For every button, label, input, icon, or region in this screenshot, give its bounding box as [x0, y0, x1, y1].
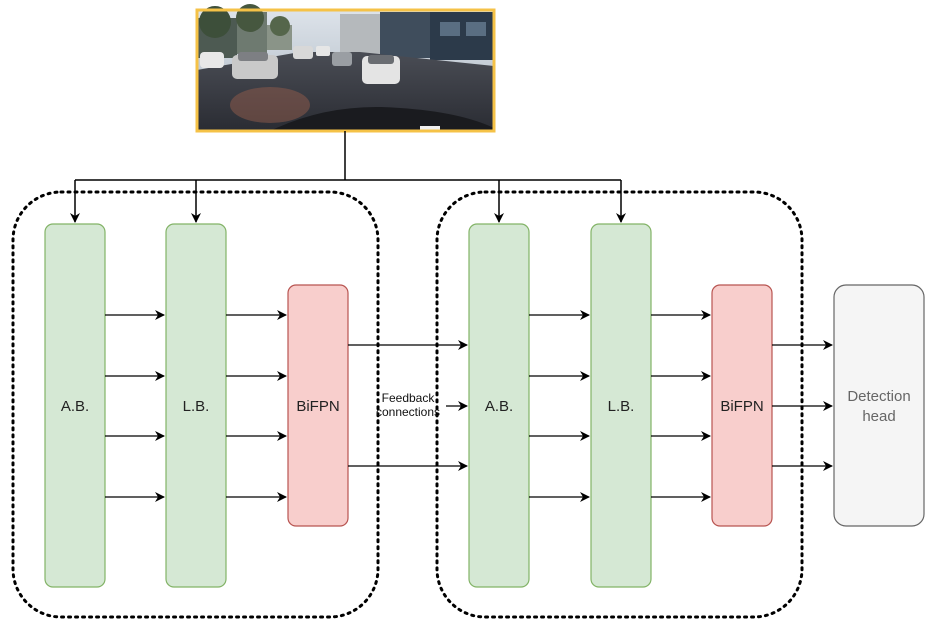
lb-block-1 [165, 223, 227, 588]
stage-2-group [435, 190, 804, 619]
ab-label-1: A.B. [61, 398, 89, 415]
lb-to-bifpn-arrows-2 [651, 310, 711, 502]
input-image [195, 4, 496, 133]
bifpn-to-head-arrows [772, 340, 833, 471]
stage-1-group [11, 190, 380, 619]
lb-label-2: L.B. [608, 398, 635, 415]
lb-label-1: L.B. [183, 398, 210, 415]
bifpn-label-2: BiFPN [720, 398, 763, 415]
ab-to-lb-arrows-1 [105, 310, 165, 502]
ab-label-2: A.B. [485, 398, 513, 415]
ab-to-lb-arrows-2 [529, 310, 590, 502]
bifpn-label-1: BiFPN [296, 398, 339, 415]
detection-head-label-line1: Detection [847, 388, 910, 405]
feedback-arrows [348, 340, 468, 471]
feedback-label-line2: connections [376, 405, 440, 419]
bifpn-block-1 [287, 284, 349, 527]
ab-block-2 [468, 223, 530, 588]
ab-block-1 [44, 223, 106, 588]
lb-to-bifpn-arrows-1 [226, 310, 287, 502]
lb-block-2 [590, 223, 652, 588]
detection-head-block [833, 284, 925, 527]
detection-head-label-line2: head [862, 408, 895, 425]
feedback-label-line1: Feedback [382, 391, 436, 405]
input-distribution-lines [70, 131, 626, 223]
